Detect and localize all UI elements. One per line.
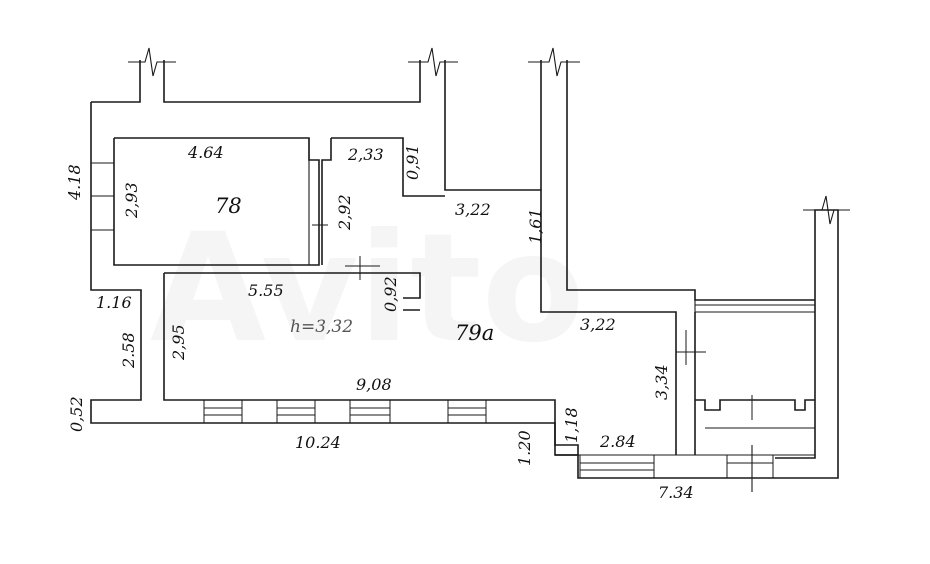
break-marks [128,47,850,492]
dim-1-18-group: 1,18 [562,407,581,443]
watermark: Avito [150,202,585,376]
ceiling-height-label: h=3,32 [290,317,353,337]
dim-0-52-group: 0,52 [67,396,86,432]
dim-2-95-group: 2,95 [169,324,188,361]
window [726,454,774,479]
window [695,299,815,306]
dim-0-92-group: 0,92 [381,276,400,312]
dim-2-58-group: 2.58 [119,332,138,369]
room-79a-label: 79а [455,321,494,345]
dim-0-92: 0,92 [381,276,400,312]
walls [90,60,839,479]
dim-2-92: 2,92 [335,194,354,231]
window [91,162,114,231]
dim-7-34: 7.34 [658,483,694,502]
dim-1-61: 1,61 [526,208,545,244]
dim-3-34-group: 3,34 [652,364,671,400]
dim-0-52: 0,52 [67,396,86,432]
dim-10-24: 10.24 [295,433,341,452]
dim-3-22-top: 3,22 [455,200,491,219]
room-78-label: 78 [215,194,242,218]
dim-0-91-group: 0,91 [403,144,422,180]
dim-4-18-group: 4.18 [65,164,84,201]
dim-2-92-group: 2,92 [335,194,354,231]
dim-1-18: 1,18 [562,407,581,443]
dim-1-16: 1.16 [96,293,132,312]
door-marks [312,215,753,420]
window [579,454,655,479]
dim-3-34: 3,34 [652,364,671,400]
dim-4-64: 4.64 [187,143,224,162]
dim-2-95: 2,95 [169,324,188,361]
window [203,399,243,424]
dim-2-84: 2.84 [599,432,636,451]
dim-1-20: 1.20 [515,430,534,466]
dim-1-61-group: 1,61 [526,208,545,244]
dim-1-20-group: 1.20 [515,430,534,466]
dim-4-18: 4.18 [65,164,84,201]
dim-3-22-right: 3,22 [580,315,616,334]
windows [91,162,815,479]
window [276,399,316,424]
dim-9-08: 9,08 [356,375,392,394]
dim-2-93: 2,93 [122,182,141,219]
dim-2-58: 2.58 [119,332,138,369]
dim-5-55: 5.55 [248,281,284,300]
window [349,399,391,424]
dim-2-33: 2,33 [347,145,384,164]
window [447,399,487,424]
dim-0-91: 0,91 [403,144,422,180]
dim-2-93-group: 2,93 [122,182,141,219]
